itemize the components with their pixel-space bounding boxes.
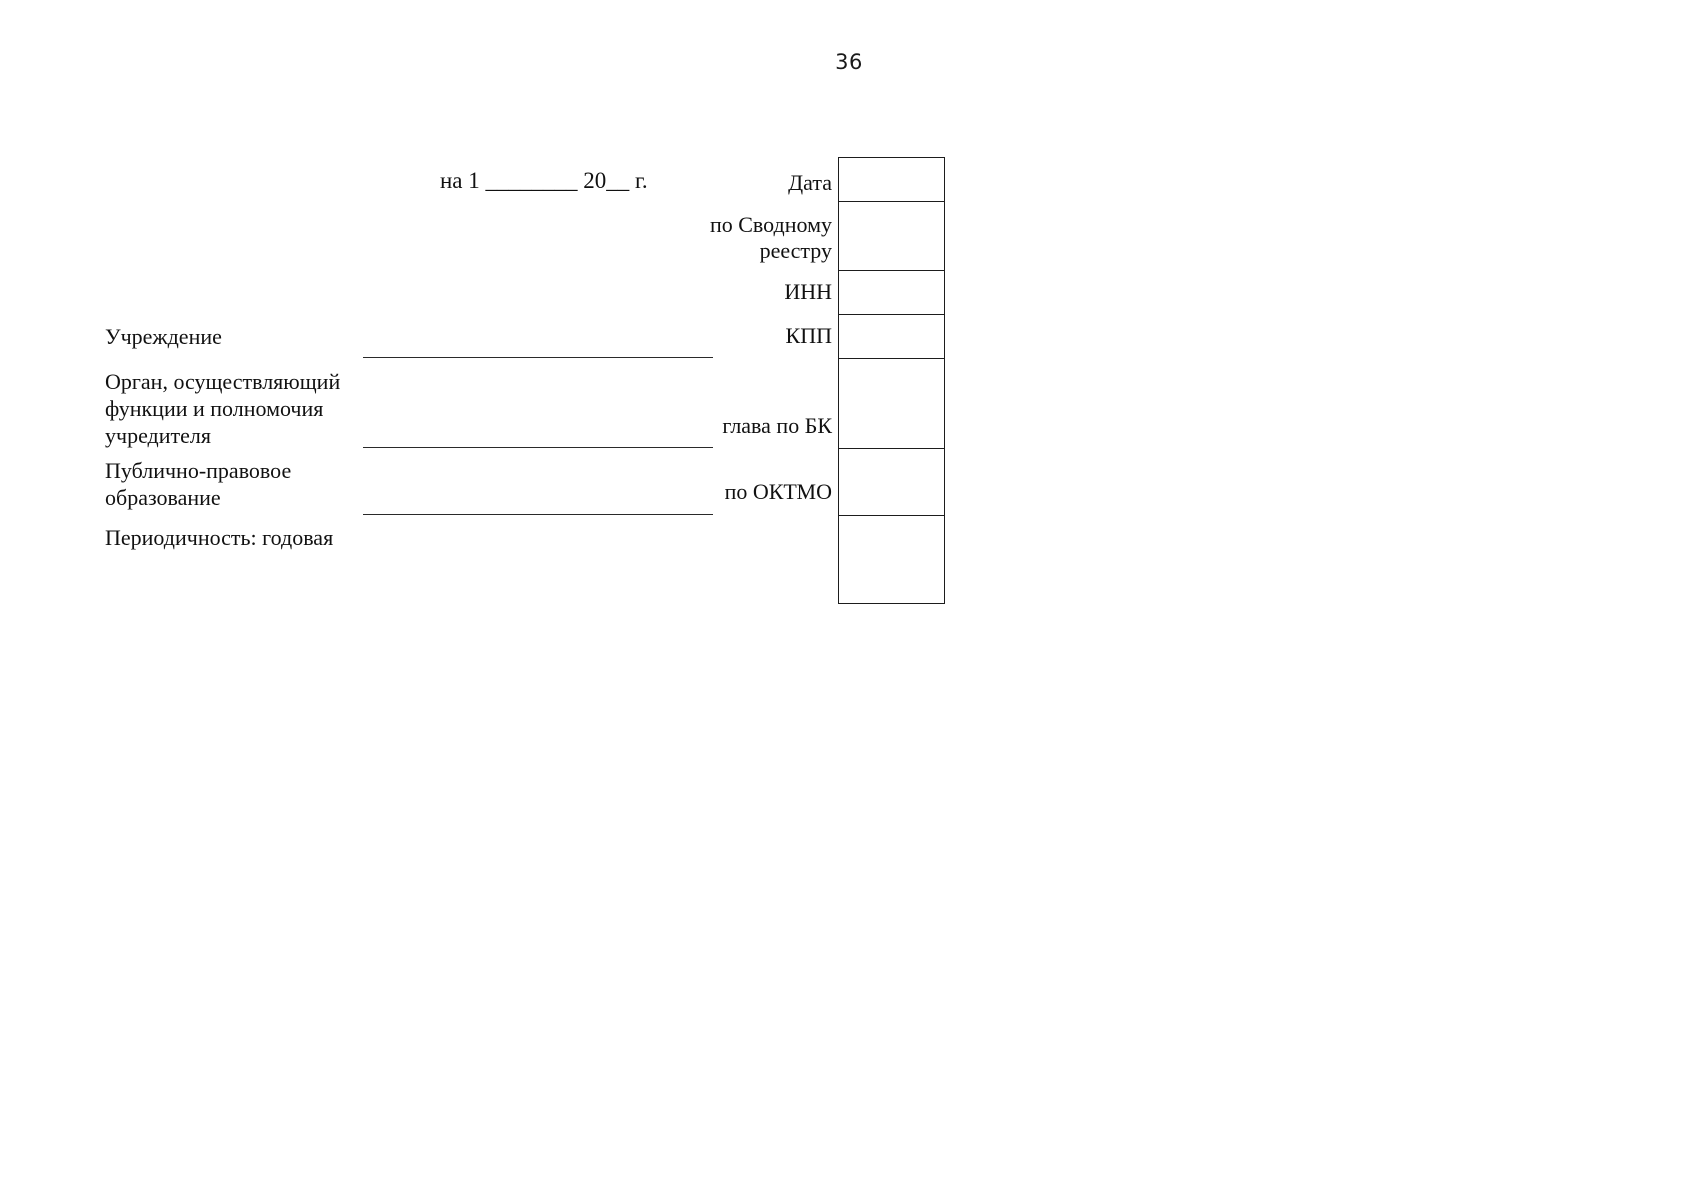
code-cell-oktmo[interactable] bbox=[839, 449, 944, 516]
code-cell-inn[interactable] bbox=[839, 271, 944, 315]
code-cell-data[interactable] bbox=[839, 158, 944, 202]
fill-rule-publichno[interactable] bbox=[363, 514, 713, 515]
field-label-uchrezhdenie: Учреждение bbox=[105, 324, 222, 349]
fill-rule-uchrezhdenie[interactable] bbox=[363, 357, 713, 358]
code-label-po-oktmo: по ОКТМО bbox=[724, 479, 832, 504]
code-cell-glava[interactable] bbox=[839, 359, 944, 449]
field-label-publichno-pravovoe-obrazovanie: Публично-правовое образование bbox=[105, 458, 292, 510]
page-number: 36 bbox=[835, 50, 863, 74]
code-label-glava-po-bk: глава по БК bbox=[722, 413, 832, 438]
code-label-svodnyy-reestr: по Сводному реестру bbox=[709, 212, 832, 263]
code-label-kpp: КПП bbox=[785, 323, 832, 348]
code-label-inn: ИНН bbox=[784, 279, 832, 304]
code-cell-extra[interactable] bbox=[839, 516, 944, 603]
field-label-periodichnost: Периодичность: годовая bbox=[105, 525, 334, 550]
field-label-organ-uchreditelya: Орган, осуществляющий функции и полномоч… bbox=[105, 369, 341, 448]
code-box bbox=[838, 157, 945, 604]
fill-rule-organ[interactable] bbox=[363, 447, 713, 448]
code-cell-kpp[interactable] bbox=[839, 315, 944, 359]
code-label-data: Дата bbox=[788, 170, 832, 195]
code-cell-svod[interactable] bbox=[839, 202, 944, 271]
report-date-line: на 1 ________ 20__ г. bbox=[440, 168, 648, 193]
